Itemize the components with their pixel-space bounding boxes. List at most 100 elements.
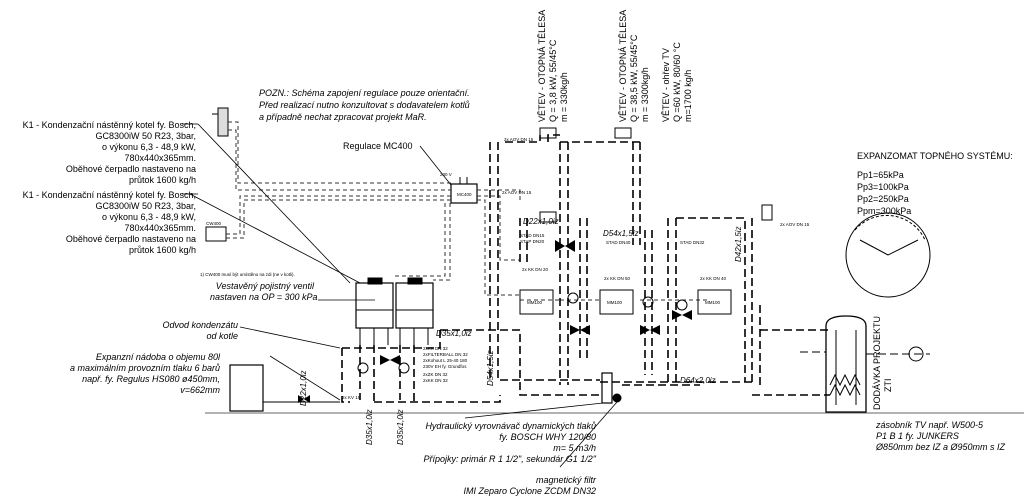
tank-line2: P1 B 1 fy. JUNKERS bbox=[876, 431, 959, 441]
mc400-box bbox=[450, 183, 478, 204]
filter-line1: magnetický filtr bbox=[535, 475, 596, 485]
safety-valve-label: Vestavěný pojistný ventil nastaven na OP… bbox=[210, 281, 318, 303]
voltage-label: 230 V bbox=[440, 172, 452, 177]
boiler-label-1-line3: o výkonu 6,3 - 48,9 kW, bbox=[101, 142, 196, 152]
hydraulic-separator bbox=[601, 372, 613, 404]
boiler-label-2-line5: Oběhové čerpadlo nastaveno na bbox=[65, 234, 196, 244]
cw400-label: CW400 bbox=[206, 221, 222, 226]
delivery-line1: DODÁVKA PROJEKTU bbox=[872, 315, 882, 410]
boiler-label-1-line5: Oběhové čerpadlo nastaveno na bbox=[65, 164, 196, 174]
expansion-vessel-line2: a maximálním provozním tlaku 6 barů bbox=[69, 363, 220, 373]
pumps bbox=[357, 292, 688, 374]
boiler-label-1-line2: GC8300iW 50 R23, 3bar, bbox=[95, 131, 196, 141]
valves bbox=[298, 240, 692, 403]
filter-line2: IMI Zeparo Cyclone ZCDM DN32 bbox=[463, 486, 596, 496]
storage-tank bbox=[825, 315, 867, 413]
branch-1-label: VĚTEV - OTOPNÁ TĚLESA Q = 3,8 kW, 55/45°… bbox=[537, 10, 570, 122]
expansion-vessel-line4: v=662mm bbox=[180, 385, 220, 395]
expanzomat-pm: Ppm=300kPa bbox=[857, 206, 912, 216]
branch-2-label: VĚTEV - OTOPNÁ TĚLESA Q = 38,5 kW, 55/45… bbox=[618, 10, 651, 122]
stap-label-1: STAP DN20 bbox=[520, 239, 545, 244]
safety-valve-line2: nastaven na OP = 300 kPa bbox=[210, 292, 318, 302]
pipe-d35-bottom-2: D35x1,0iz bbox=[396, 409, 405, 445]
tank-label: zásobník TV např. W500-5 P1 B 1 fy. JUNK… bbox=[876, 420, 1005, 453]
branch-1-line2: Q = 3,8 kW, 55/45°C bbox=[548, 39, 558, 122]
branch-1-line1: VĚTEV - OTOPNÁ TĚLESA bbox=[537, 9, 547, 122]
branch-2-line1: VĚTEV - OTOPNÁ TĚLESA bbox=[618, 9, 628, 122]
pipe-d54-left: D54x1,5iz bbox=[486, 350, 495, 386]
radiator-symbols bbox=[539, 127, 773, 223]
stad-label-3: STAD DN32 bbox=[680, 240, 705, 245]
kk-label-2: 2x KK DN 50 bbox=[604, 276, 631, 281]
boiler-label-1-line6: průtok 1600 kg/h bbox=[128, 175, 196, 185]
branch-3-line3: m=1700 kg/h bbox=[683, 69, 693, 122]
branch-1-line3: m = 330kg/h bbox=[559, 72, 569, 122]
delivery-label: DODÁVKA PROJEKTU ZTI bbox=[872, 316, 894, 410]
aov-label-3: 2x AOV DN 15 bbox=[780, 222, 810, 227]
branch-3-label: VĚTEV - ohřev TV Q =60 kW, 80/60 °C m=17… bbox=[661, 42, 694, 122]
magnetic-filter bbox=[612, 393, 622, 403]
boiler-2 bbox=[395, 277, 434, 345]
tank-line1: zásobník TV např. W500-5 bbox=[876, 420, 984, 430]
aov-label-2: 2x AOV DN 15 bbox=[502, 190, 532, 195]
separator-line4: Přípojky: primár R 1 1/2", sekundár G1 1… bbox=[423, 454, 596, 464]
separator-label: Hydraulický vyrovnávač dynamických tlaků… bbox=[380, 421, 596, 465]
note-line-2: Před realizací nutno konzultovat s dodav… bbox=[259, 100, 470, 110]
kk-label-3: 2x KK DN 40 bbox=[700, 276, 727, 281]
filter-label: magnetický filtr IMI Zeparo Cyclone ZCDM… bbox=[440, 475, 596, 497]
boiler-fittings-1: 2xKK DN 32 bbox=[423, 346, 448, 351]
stad-label-2: STAD DN40 bbox=[606, 240, 631, 245]
mm100-module-2 bbox=[599, 289, 634, 315]
mc400-label: MC400 bbox=[457, 192, 472, 197]
cw400-note: 1) CW400 musí být umístěno na zdi (ne v … bbox=[200, 272, 295, 277]
boiler-label-2-line2: GC8300iW 50 R23, 3bar, bbox=[95, 201, 196, 211]
note-line-1: POZN.: Schéma zapojení regulace pouze or… bbox=[259, 88, 470, 98]
expansion-vessel-line3: např. fy. Regulus HS080 ø450mm, bbox=[82, 374, 220, 384]
cw400-box bbox=[205, 226, 227, 242]
separator-line2: fy. BOSCH WHY 120/80 bbox=[499, 432, 596, 442]
boiler-label-2-line1: K1 - Kondenzační nástěnný kotel fy. Bosc… bbox=[22, 190, 196, 200]
expansion-vessel-label: Expanzní nádoba o objemu 80l a maximální… bbox=[20, 352, 220, 396]
branch-2-line3: m = 3300kg/h bbox=[640, 67, 650, 122]
kk-label-1: 2x KK DN 20 bbox=[522, 267, 549, 272]
expanzomat-p3: Pp3=100kPa bbox=[857, 182, 909, 192]
pipe-d35-bottom-1: D35x1,0iz bbox=[365, 409, 374, 445]
stad-label-1: STAD DN15 bbox=[520, 233, 545, 238]
mm100-label-3: MM100 bbox=[705, 300, 721, 305]
boiler-label-2-line3: o výkonu 6,3 - 48,9 kW, bbox=[101, 212, 196, 222]
outdoor-sensor bbox=[212, 107, 229, 137]
expansion-vessel-line1: Expanzní nádoba o objemu 80l bbox=[95, 352, 220, 362]
pipe-d42-right: D42x1,5iz bbox=[734, 226, 743, 262]
boiler-label-1: K1 - Kondenzační nástěnný kotel fy. Bosc… bbox=[0, 120, 196, 186]
boiler-fittings-5: 2xZK DN 32 bbox=[423, 372, 448, 377]
pipe-d64: D64x2,0iz bbox=[680, 376, 716, 385]
aov-label-1: 2x AOV DN 15 bbox=[504, 137, 534, 142]
safety-valve-line1: Vestavěný pojistný ventil bbox=[215, 281, 314, 291]
boiler-fittings-4: 230V EH fy. Grundfos bbox=[423, 364, 467, 369]
pressure-gauge bbox=[845, 212, 931, 298]
pipe-d22-bottom: D22x1,0iz bbox=[299, 370, 308, 406]
boiler-label-1-line4: 780x440x365mm. bbox=[124, 153, 196, 163]
mm100-module-1 bbox=[519, 289, 554, 315]
branch-2-line2: Q = 38,5 kW, 55/45°C bbox=[629, 34, 639, 122]
delivery-line2: ZTI bbox=[883, 378, 893, 393]
boiler-label-2-line4: 780x440x365mm. bbox=[124, 223, 196, 233]
separator-line3: m= 5 m3/h bbox=[553, 443, 596, 453]
expanzomat-p2: Pp2=250kPa bbox=[857, 194, 909, 204]
branch-3-line2: Q =60 kW, 80/60 °C bbox=[672, 42, 682, 122]
pipe-d54-top: D54x1,5iz bbox=[603, 229, 639, 238]
condensate-label: Odvod kondenzátu od kotle bbox=[120, 320, 238, 342]
kv-label: 2x KV 15 bbox=[342, 395, 361, 400]
expanzomat-title: EXPANZOMAT TOPNÉHO SYSTÉMU: bbox=[857, 151, 1013, 161]
boiler-fittings-3: 2xKohout L 25-40 180 bbox=[423, 358, 468, 363]
expansion-vessel bbox=[229, 364, 264, 412]
regulator-label: Regulace MC400 bbox=[343, 141, 413, 151]
mm100-label-2: MM100 bbox=[607, 300, 623, 305]
pipe-d35-mid: D35x1,0iz bbox=[436, 329, 472, 338]
boiler-fittings-6: 2xKK DN 32 bbox=[423, 378, 448, 383]
pipe-d22-top: D22x1,0iz bbox=[523, 217, 559, 226]
branch-3-line1: VĚTEV - ohřev TV bbox=[661, 48, 671, 122]
separator-line1: Hydraulický vyrovnávač dynamických tlaků bbox=[425, 421, 596, 431]
tank-line3: Ø850mm bez IZ a Ø950mm s IZ bbox=[876, 442, 1006, 452]
